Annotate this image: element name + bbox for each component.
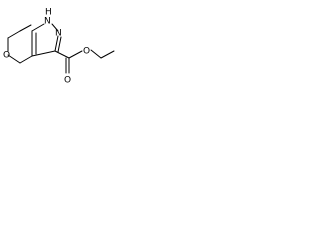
bond-pyrazole-n2-c3 (54, 35, 59, 52)
bond-pyrazole-c3-c3a (31, 50, 56, 57)
bond-ring-c7-c6 (7, 30, 21, 39)
atom-label-ring-o: O (3, 51, 10, 61)
atom-label-h: H (45, 8, 52, 18)
bond-carbonyl-ester-oxygen (68, 50, 83, 59)
bond-pyrazole-n1-n2 (51, 23, 59, 32)
bond-ring-c7-c7a (19, 24, 32, 32)
bond-pyrazole-c7a-n1 (31, 23, 45, 32)
atom-label-carbonyl-o: O (64, 76, 71, 86)
bond-ring-c4-c3a (19, 55, 33, 64)
atom-label-nh-n: N (44, 17, 51, 27)
chemical-structure-diagram: H N N O O O (3, 8, 115, 86)
bond-ethyl-ch2-ch3 (100, 50, 115, 59)
atom-label-ester-o: O (83, 47, 90, 57)
bond-ester-oxygen-ch2 (90, 49, 102, 59)
atom-label-pyrazole-n: N (55, 29, 62, 39)
bond-c3-carbonyl (54, 50, 70, 59)
bond-ring-o5-c4 (7, 54, 21, 64)
bond-pyrazole-n2-c3-double (57, 36, 62, 53)
